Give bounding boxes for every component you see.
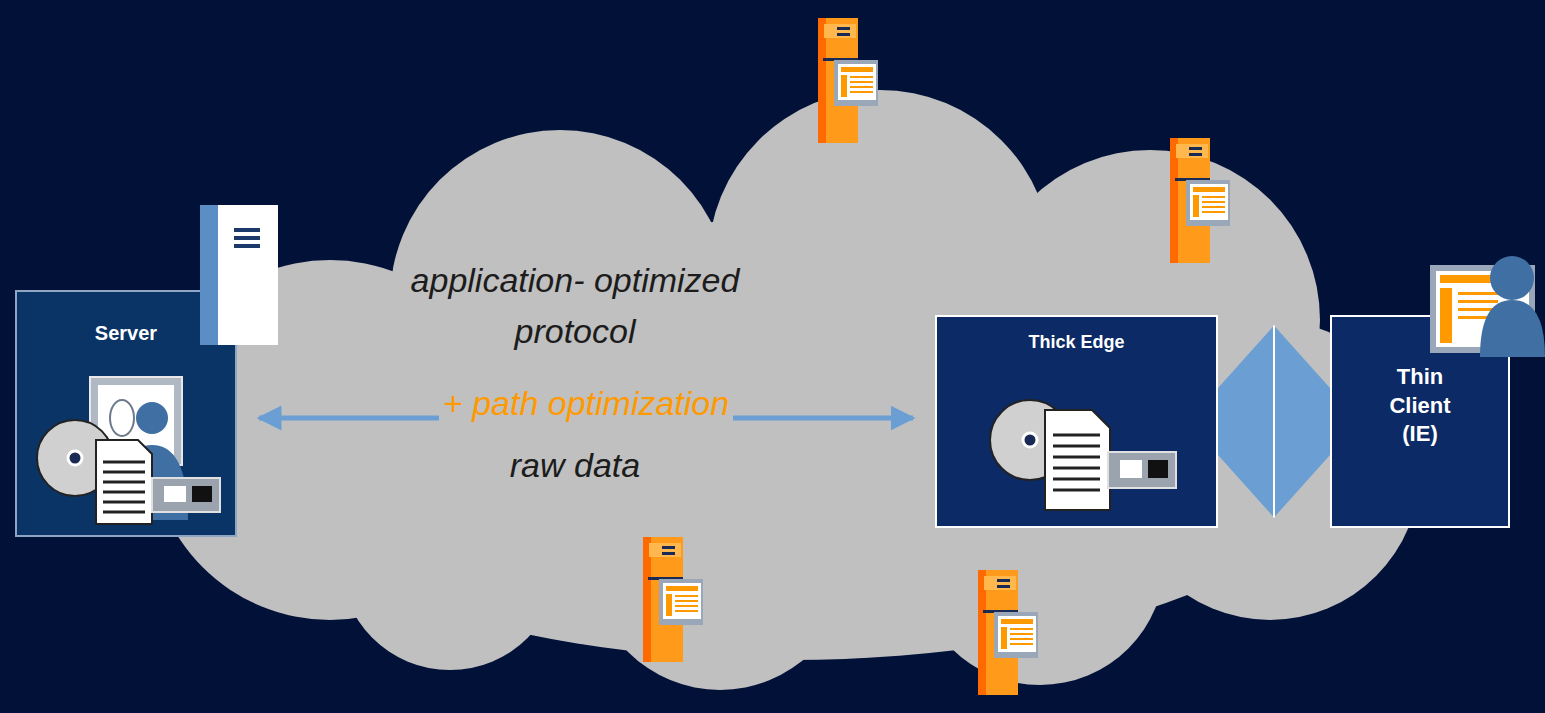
cloud [150,90,1420,690]
protocol-note: raw data [395,440,755,491]
server-icon [978,570,1040,695]
process-box: Server [15,290,237,537]
server-icon [1170,138,1232,263]
box-title: Server [17,320,235,346]
box-title: Thick Edge [937,331,1216,354]
process-box: Thick Edge [935,315,1218,528]
document-icon [200,205,278,345]
thick-edge-illustration [990,400,1176,510]
server-icon [818,18,880,143]
user-screen-icon [1430,256,1545,357]
server-illustration [37,377,220,524]
process-box: Thin Client (IE) [1330,315,1510,528]
edge-label: + path optimization [439,385,733,422]
server-icon [643,537,705,662]
box-title: Thin Client (IE) [1380,363,1460,449]
arrow-divider [1273,326,1275,518]
protocol-note: application- optimized protocol [395,255,755,357]
